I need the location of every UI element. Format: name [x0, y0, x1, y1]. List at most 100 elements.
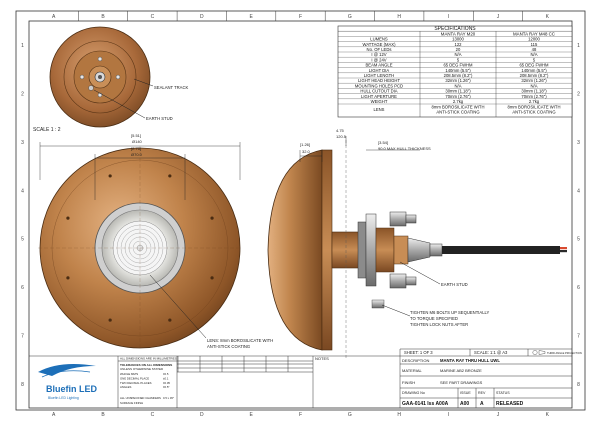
inner-frame [28, 20, 573, 409]
spec-row-value-b: 48 [532, 47, 537, 52]
grid-col-label: D [200, 14, 204, 20]
sealant-track-label: SEALANT TRACK [154, 85, 188, 90]
dim-max: 90.0 MAX HULL THICKNESS [378, 146, 431, 151]
earth-stud-leader [399, 261, 441, 285]
spec-col-1: MANTA RAY M20 [441, 31, 476, 36]
grid-col-label: C [151, 14, 155, 20]
outer-frame [15, 10, 586, 411]
spec-row-value-b: 30mm (1.18") [521, 89, 547, 94]
spec-row-value-a: N/A [455, 83, 462, 88]
spec-row-value-a: 13000 [452, 37, 464, 42]
spec-lens-label: LENS [374, 107, 385, 112]
grid-row-label: 8 [21, 382, 24, 388]
spec-row-label: LIGHT LENGTH [364, 73, 394, 78]
tol-row-value: ±0.1 [163, 376, 169, 380]
spec-row-value-a: 30mm (1.18") [445, 89, 471, 94]
spec-row-label: LIGHT APERTURE [361, 94, 397, 99]
spec-row-label: MOUNTING HOLES PCD [355, 83, 403, 88]
rev-label: REV [478, 391, 486, 395]
grid-col-label: H [397, 412, 401, 418]
tighten-note-3: TIGHTEN LOCK NUTS AFTER [410, 322, 468, 327]
spec-row-label: HULL CUTOUT DIA [360, 89, 397, 94]
status-value: RELEASED [496, 401, 524, 407]
bolt-hole [210, 276, 214, 280]
spec-row-value-a: 65 DEG FWHM [443, 63, 473, 68]
grid-col-label: J [497, 14, 500, 20]
grid-row-label: 5 [21, 237, 24, 243]
bolt-hole [66, 216, 70, 220]
dims-note: ALL DIMENSIONS ARE IN MILLIMETRES [120, 357, 177, 361]
spec-row-value-a: 2.7kg [453, 99, 464, 104]
grid-row-label: 1 [21, 43, 24, 49]
tighten-leader [381, 304, 411, 317]
spec-row-value-b: 12000 [528, 37, 540, 42]
spec-row-label: No. OF LEDs [367, 47, 392, 52]
bolt-hole [168, 174, 172, 178]
bolt-hole [108, 174, 112, 178]
grid-col-label: G [348, 14, 352, 20]
grid-row-label: 4 [21, 188, 24, 194]
spec-row-value-a: 208.5mm (8.2") [444, 73, 473, 78]
dim-551: [5.51] [131, 133, 141, 138]
issue-label: ISSUE [460, 391, 471, 395]
finish-value: SEE PART DRAWINGS [440, 380, 483, 385]
grid-col-label: D [200, 412, 204, 418]
tol-row-value: ±0.5° [163, 385, 170, 389]
spec-row-value-a: 20 [456, 47, 461, 52]
tol-row-label: ANGLES [120, 385, 131, 389]
rev-value: A [480, 401, 484, 407]
dim-140: Ø140 [132, 139, 143, 144]
dim-354: [3.54] [378, 140, 388, 145]
grid-row-label: 7 [577, 333, 580, 339]
brand-subtitle: Bluefin LED Lighting [48, 396, 79, 400]
spec-row-value-a: 5 [457, 57, 460, 62]
grid-row-label: 8 [577, 382, 580, 388]
spec-row-value-b: 70mm (2.76") [521, 94, 547, 99]
tol-row-label: ONE DECIMAL PLACE [120, 376, 149, 380]
grid-col-label: G [348, 412, 352, 418]
title-block [29, 348, 572, 408]
tol-row-value: ±0.05 [163, 381, 170, 385]
bolt-hole [108, 318, 112, 322]
spec-row-label: I @ 12V [371, 52, 386, 57]
grid-row-label: 3 [21, 140, 24, 146]
grid-col-label: F [299, 412, 302, 418]
description-value: MANTA RAY THRU HULL UWL [440, 358, 500, 363]
spec-row-value-a: 122 [455, 42, 463, 47]
grid-row-label: 6 [21, 285, 24, 291]
grid-col-label: A [52, 14, 56, 20]
spec-row-value-b: 32mm (1.26") [521, 78, 547, 83]
front-view [38, 146, 242, 350]
tighten-note-1: TIGHTEN M6 BOLTS UP SEQUENTIALLY [410, 310, 490, 315]
bolt-hole [210, 216, 214, 220]
grid-col-label: F [299, 14, 302, 20]
bolt-hole [66, 276, 70, 280]
lens-note-2: ANTI-STICK COATING [207, 344, 250, 349]
grid-col-label: K [546, 412, 550, 418]
spec-lens-a1: 8mm BOROSILICATE WITH [432, 105, 485, 110]
spec-row-label: WATTAGE (MAX) [363, 42, 397, 47]
issue-value: A00 [460, 401, 469, 407]
dim-070: Ø70.0 [131, 152, 143, 157]
grid-row-label: 3 [577, 140, 580, 146]
dim-475: 4.75 [336, 128, 345, 133]
lens-note-1: LENS: 8mm BOROSILICATE WITH [207, 338, 273, 343]
grid-col-label: E [249, 14, 253, 20]
dim-1205: 120.5 [336, 134, 347, 139]
spec-row-value-a: 140mm (5.5") [445, 68, 471, 73]
spec-row-label: LIGHT DIA [369, 68, 390, 73]
spec-row-value-b: 2.7kg [529, 99, 540, 104]
bolt-hole [168, 318, 172, 322]
spec-row-value-a: N/A [455, 52, 462, 57]
chamfer-note: ALL UNSPECIFIED CHAMFERS [120, 396, 161, 400]
spec-row-value-b: 115 [531, 42, 538, 47]
spec-row-label: BEAM ANGLE [366, 63, 393, 68]
sheet-label: SHEET: 1 OF 3 [404, 350, 433, 355]
scale-label: SCALE 1 : 2 [33, 127, 61, 133]
spec-lens-a2: ANTI-STICK COATING [436, 110, 479, 115]
material-label: MATERIAL [402, 368, 422, 373]
front-dimensions [39, 142, 241, 200]
earth-stud-side-label: EARTH STUD [441, 282, 468, 287]
